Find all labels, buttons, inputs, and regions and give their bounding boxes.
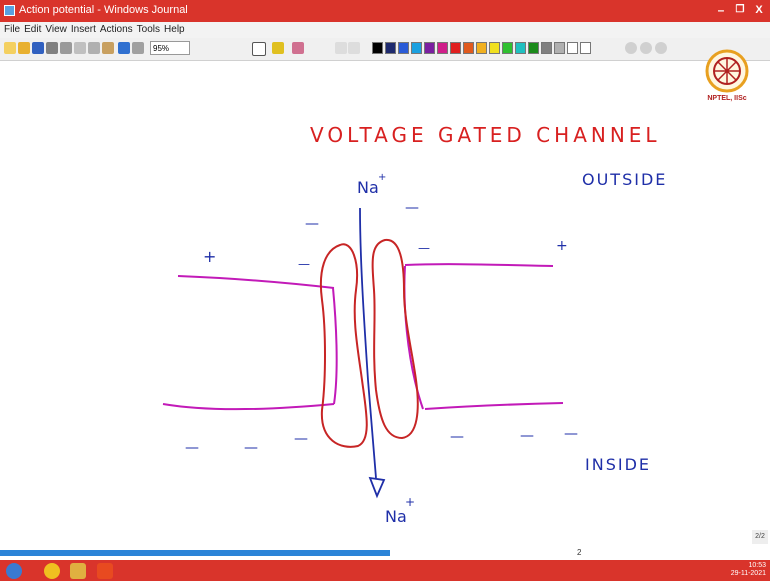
color-swatch[interactable] bbox=[580, 42, 591, 54]
plus-left: + bbox=[203, 247, 216, 266]
bottom-ion-label: Na bbox=[385, 507, 407, 526]
close-button[interactable]: X bbox=[750, 0, 768, 22]
inside-label: INSIDE bbox=[585, 455, 651, 474]
color-swatch[interactable] bbox=[398, 42, 409, 54]
find-icon[interactable] bbox=[60, 42, 72, 54]
maximize-button[interactable]: ❐ bbox=[731, 0, 749, 22]
color-swatch[interactable] bbox=[554, 42, 565, 54]
undo-icon[interactable] bbox=[118, 42, 130, 54]
bottom-ion-charge: + bbox=[405, 495, 415, 509]
menu-file[interactable]: File bbox=[4, 24, 20, 35]
outside-label: OUTSIDE bbox=[582, 170, 667, 189]
open-icon[interactable] bbox=[18, 42, 30, 54]
cut-icon[interactable] bbox=[74, 42, 86, 54]
journal-page[interactable]: VOLTAGE GATED CHANNEL OUTSIDE INSIDE Na … bbox=[0, 61, 770, 548]
logo-caption: NPTEL, IISc bbox=[703, 95, 751, 102]
new-page-icon[interactable] bbox=[4, 42, 16, 54]
menu-edit[interactable]: Edit bbox=[24, 24, 41, 35]
membrane-right-wall bbox=[404, 266, 423, 409]
channel-right-subunit bbox=[373, 240, 418, 438]
color-swatch[interactable] bbox=[528, 42, 539, 54]
zoom-fit-icon[interactable] bbox=[655, 42, 667, 54]
redo-icon[interactable] bbox=[132, 42, 144, 54]
minus-sign: — bbox=[450, 429, 464, 445]
horizontal-scrollbar[interactable] bbox=[0, 550, 390, 556]
color-swatch[interactable] bbox=[515, 42, 526, 54]
journal-icon[interactable] bbox=[97, 563, 113, 579]
italic-icon[interactable] bbox=[348, 42, 360, 54]
color-swatch[interactable] bbox=[437, 42, 448, 54]
window-title: Action potential - Windows Journal bbox=[19, 4, 188, 16]
top-ion-charge: + bbox=[378, 172, 386, 183]
menu-help[interactable]: Help bbox=[164, 24, 185, 35]
color-swatch[interactable] bbox=[450, 42, 461, 54]
color-swatch[interactable] bbox=[372, 42, 383, 54]
color-swatch[interactable] bbox=[476, 42, 487, 54]
color-swatch[interactable] bbox=[463, 42, 474, 54]
bold-icon[interactable] bbox=[335, 42, 347, 54]
eraser-icon[interactable] bbox=[292, 42, 304, 54]
pen-tool-icon[interactable] bbox=[252, 42, 266, 56]
minus-sign: — bbox=[564, 426, 578, 442]
menu-bar: File Edit View Insert Actions Tools Help bbox=[0, 22, 770, 38]
color-swatch[interactable] bbox=[411, 42, 422, 54]
journal-app-icon bbox=[4, 5, 15, 16]
menu-actions[interactable]: Actions bbox=[100, 24, 133, 35]
start-button-icon[interactable] bbox=[6, 563, 22, 579]
color-swatch[interactable] bbox=[502, 42, 513, 54]
system-tray: 10:53 29-11-2021 bbox=[731, 562, 766, 578]
title-bar: Action potential - Windows Journal – ❐ X bbox=[0, 0, 770, 22]
minus-sign: — bbox=[405, 200, 419, 216]
minimize-button[interactable]: – bbox=[712, 0, 730, 22]
membrane-inner-right bbox=[425, 403, 563, 409]
membrane-outer-left bbox=[178, 276, 334, 288]
paste-icon[interactable] bbox=[102, 42, 114, 54]
notes-drawing: VOLTAGE GATED CHANNEL OUTSIDE INSIDE Na … bbox=[0, 61, 770, 548]
zoom-out-icon[interactable] bbox=[640, 42, 652, 54]
minus-sign: — bbox=[294, 431, 308, 447]
minus-sign: — bbox=[244, 440, 258, 456]
print-icon[interactable] bbox=[46, 42, 58, 54]
menu-tools[interactable]: Tools bbox=[137, 24, 160, 35]
plus-right: + bbox=[556, 238, 568, 254]
menu-view[interactable]: View bbox=[45, 24, 67, 35]
minus-sign: — bbox=[418, 241, 430, 255]
clock-date: 29-11-2021 bbox=[731, 570, 766, 578]
membrane-left-wall bbox=[333, 288, 337, 404]
color-swatch[interactable] bbox=[385, 42, 396, 54]
copy-icon[interactable] bbox=[88, 42, 100, 54]
chrome-icon[interactable] bbox=[44, 563, 60, 579]
zoom-in-icon[interactable] bbox=[625, 42, 637, 54]
page-number: 2 bbox=[577, 548, 581, 557]
explorer-icon[interactable] bbox=[70, 563, 86, 579]
channel-left-subunit bbox=[321, 244, 367, 447]
zoom-select[interactable]: 95% bbox=[150, 41, 190, 55]
minus-sign: — bbox=[185, 440, 199, 456]
minus-sign: — bbox=[305, 216, 319, 232]
toolbar: 95% bbox=[0, 38, 770, 61]
color-swatch[interactable] bbox=[567, 42, 578, 54]
page-of-indicator: 2/2 bbox=[752, 530, 768, 544]
minus-sign: — bbox=[298, 257, 310, 271]
taskbar: 10:53 29-11-2021 bbox=[0, 560, 770, 581]
top-ion-label: Na bbox=[357, 178, 379, 197]
highlighter-icon[interactable] bbox=[272, 42, 284, 54]
title-text: VOLTAGE GATED CHANNEL bbox=[310, 123, 661, 147]
color-swatch[interactable] bbox=[541, 42, 552, 54]
clock-time: 10:53 bbox=[731, 562, 766, 570]
save-icon[interactable] bbox=[32, 42, 44, 54]
color-swatch[interactable] bbox=[424, 42, 435, 54]
membrane-outer-right bbox=[405, 264, 553, 266]
menu-insert[interactable]: Insert bbox=[71, 24, 96, 35]
color-swatch[interactable] bbox=[489, 42, 500, 54]
minus-sign: — bbox=[520, 428, 534, 444]
membrane-inner-left bbox=[163, 404, 334, 409]
ion-arrowhead bbox=[370, 478, 384, 496]
